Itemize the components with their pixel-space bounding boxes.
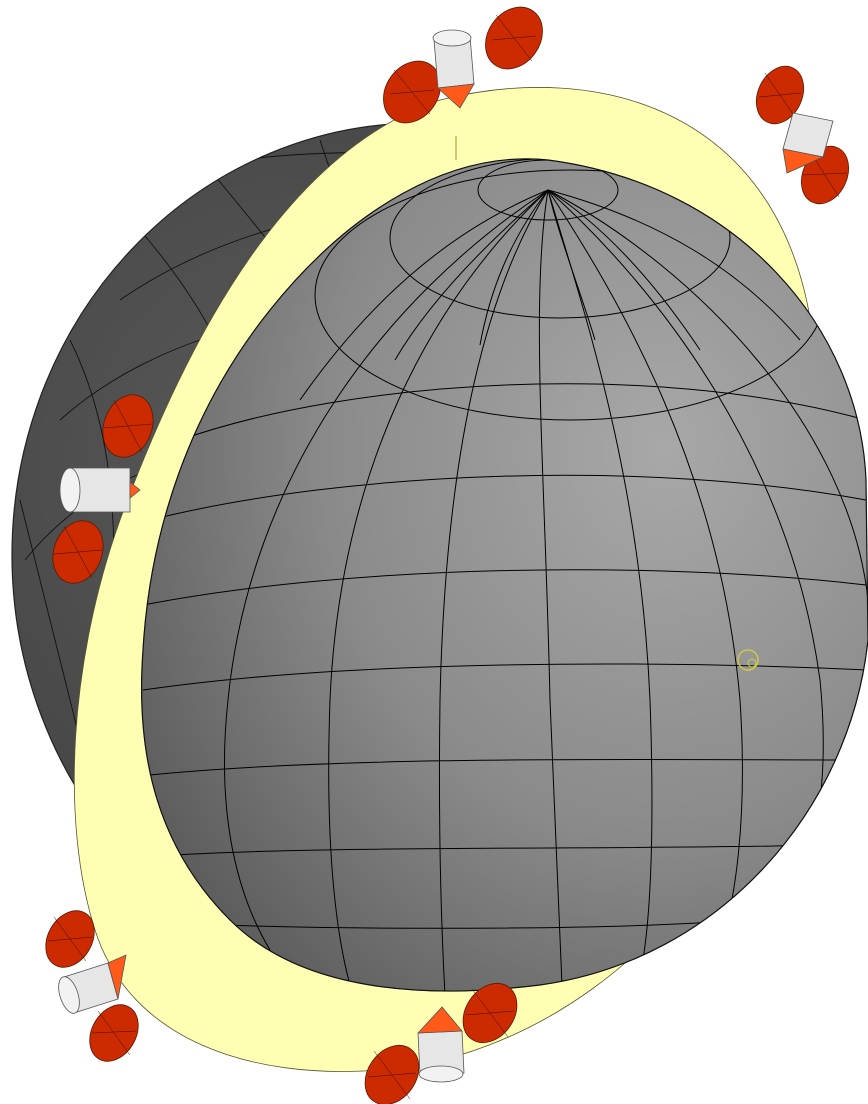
satellite-icon bbox=[747, 59, 857, 212]
satellite-top-right bbox=[747, 59, 857, 212]
